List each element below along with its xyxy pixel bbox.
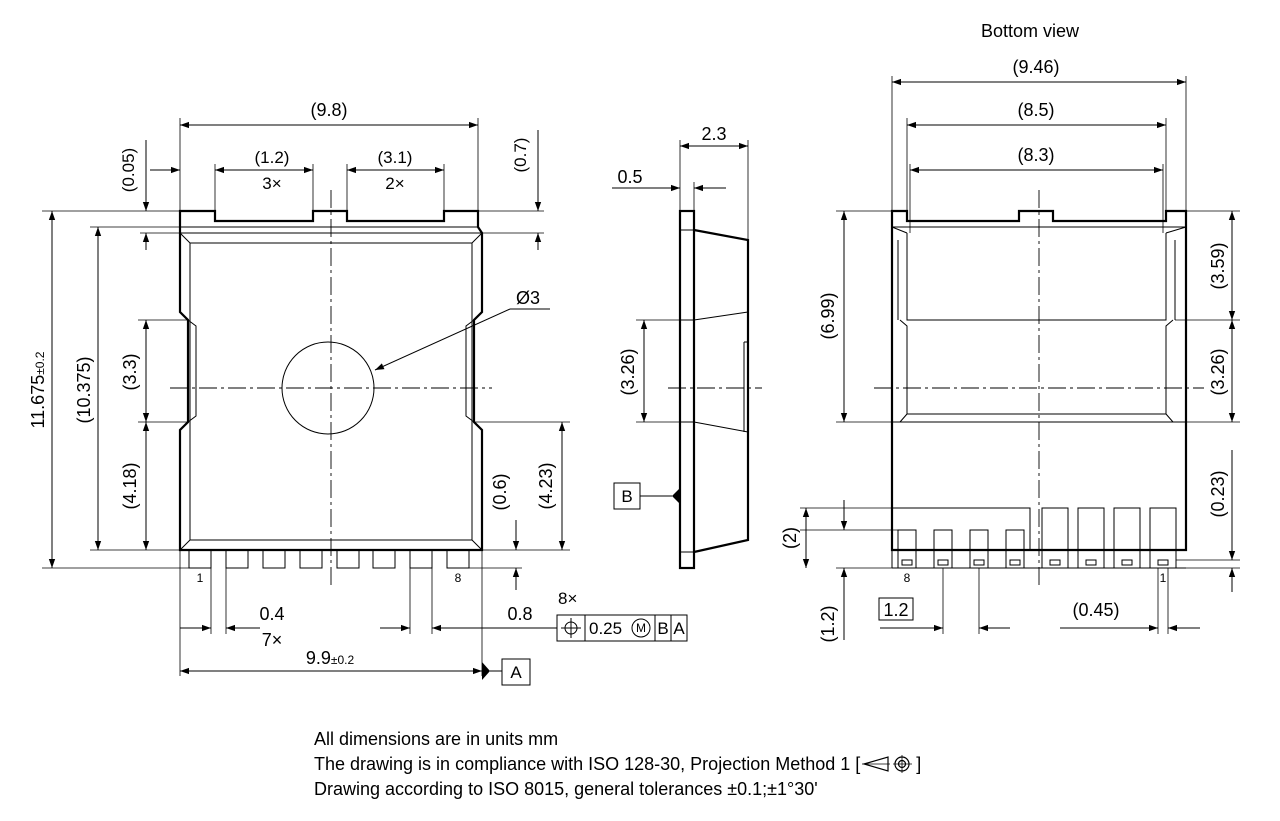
lead-thickness-label: 0.5	[617, 167, 642, 187]
hole-diameter-label: Ø3	[516, 288, 540, 308]
edge-gap-label: (0.05)	[119, 148, 138, 192]
datum-b-label: B	[621, 487, 632, 506]
tab-gap-label: (3.1)	[378, 148, 413, 167]
bottom-lead-pads	[901, 559, 1169, 566]
pin-8-label: 8	[455, 571, 462, 585]
datum-a-box	[501, 658, 531, 686]
thickness-label: 2.3	[701, 124, 726, 144]
bottom-pin-8-label: 8	[904, 571, 911, 585]
tab-count-label: 3×	[262, 174, 281, 193]
mmc-modifier-icon	[631, 618, 651, 638]
tab-width-label: (1.2)	[255, 148, 290, 167]
upper-right-label: (3.59)	[1208, 242, 1228, 289]
right-low-label: (4.23)	[536, 462, 556, 509]
note-units: All dimensions are in units mm	[314, 729, 559, 749]
top-view: Ø3 (9.8) (1.2) 3× (3.1) 2× (0.05) (0.7)	[28, 100, 570, 686]
lead-length-label: (1.2)	[818, 605, 838, 642]
corner-label: (0.7)	[511, 138, 530, 173]
tolerance-frame: 8× 0.25 M B A	[556, 589, 688, 642]
notes-block: All dimensions are in units mm The drawi…	[314, 727, 921, 802]
side-view: 2.3 0.5 (3.26) B	[612, 124, 762, 570]
lead-width-label: 0.4	[259, 604, 284, 624]
tolerance-datum-a: A	[673, 619, 685, 638]
top-view-leads	[188, 549, 470, 569]
bottom-view: Bottom view	[780, 21, 1240, 643]
bottom-view-title: Bottom view	[981, 21, 1080, 41]
lead-count-label: 7×	[262, 630, 283, 650]
datum-b-box	[613, 482, 641, 510]
note-projection: The drawing is in compliance with ISO 12…	[314, 754, 922, 774]
datum-a-label: A	[510, 663, 522, 682]
bottom-width-inner-label: (8.3)	[1017, 145, 1054, 165]
side-mid-label: (3.26)	[618, 348, 638, 395]
pad-height-label: (6.99)	[818, 292, 838, 339]
bottom-pin-1-label: 1	[1160, 571, 1167, 585]
projection-method-icon	[862, 755, 913, 773]
pitch-basic-box	[878, 597, 914, 621]
mounting-hole	[281, 341, 375, 435]
svg-text:M: M	[636, 621, 646, 635]
pitch-basic-label: 1.2	[883, 600, 908, 620]
body-height-label: (10.375)	[74, 356, 94, 423]
slot-low-label: (4.18)	[120, 462, 140, 509]
pad-width-label: (0.45)	[1072, 600, 1119, 620]
tolerance-count: 8×	[558, 589, 577, 608]
low-right-label: (0.23)	[1208, 470, 1228, 517]
mid-right-label: (3.26)	[1208, 348, 1228, 395]
pitch-label: 0.8	[507, 604, 532, 624]
pin-1-label: 1	[197, 571, 204, 585]
width-9-8-label: (9.8)	[310, 100, 347, 120]
tolerance-datum-b: B	[657, 619, 668, 638]
slot-length-label: (3.3)	[120, 353, 140, 390]
tolerance-value: 0.25	[589, 619, 622, 638]
total-height-label: 11.675±0.2	[28, 351, 48, 428]
lead-step-label: (0.6)	[490, 473, 510, 510]
note-tolerances: Drawing according to ISO 8015, general t…	[314, 779, 818, 799]
gap-count-label: 2×	[385, 174, 404, 193]
lead-height-label: (2)	[780, 527, 800, 549]
bottom-width-mid-label: (8.5)	[1017, 100, 1054, 120]
total-width-label: 9.9±0.2	[306, 648, 355, 668]
bottom-width-outer-label: (9.46)	[1012, 57, 1059, 77]
